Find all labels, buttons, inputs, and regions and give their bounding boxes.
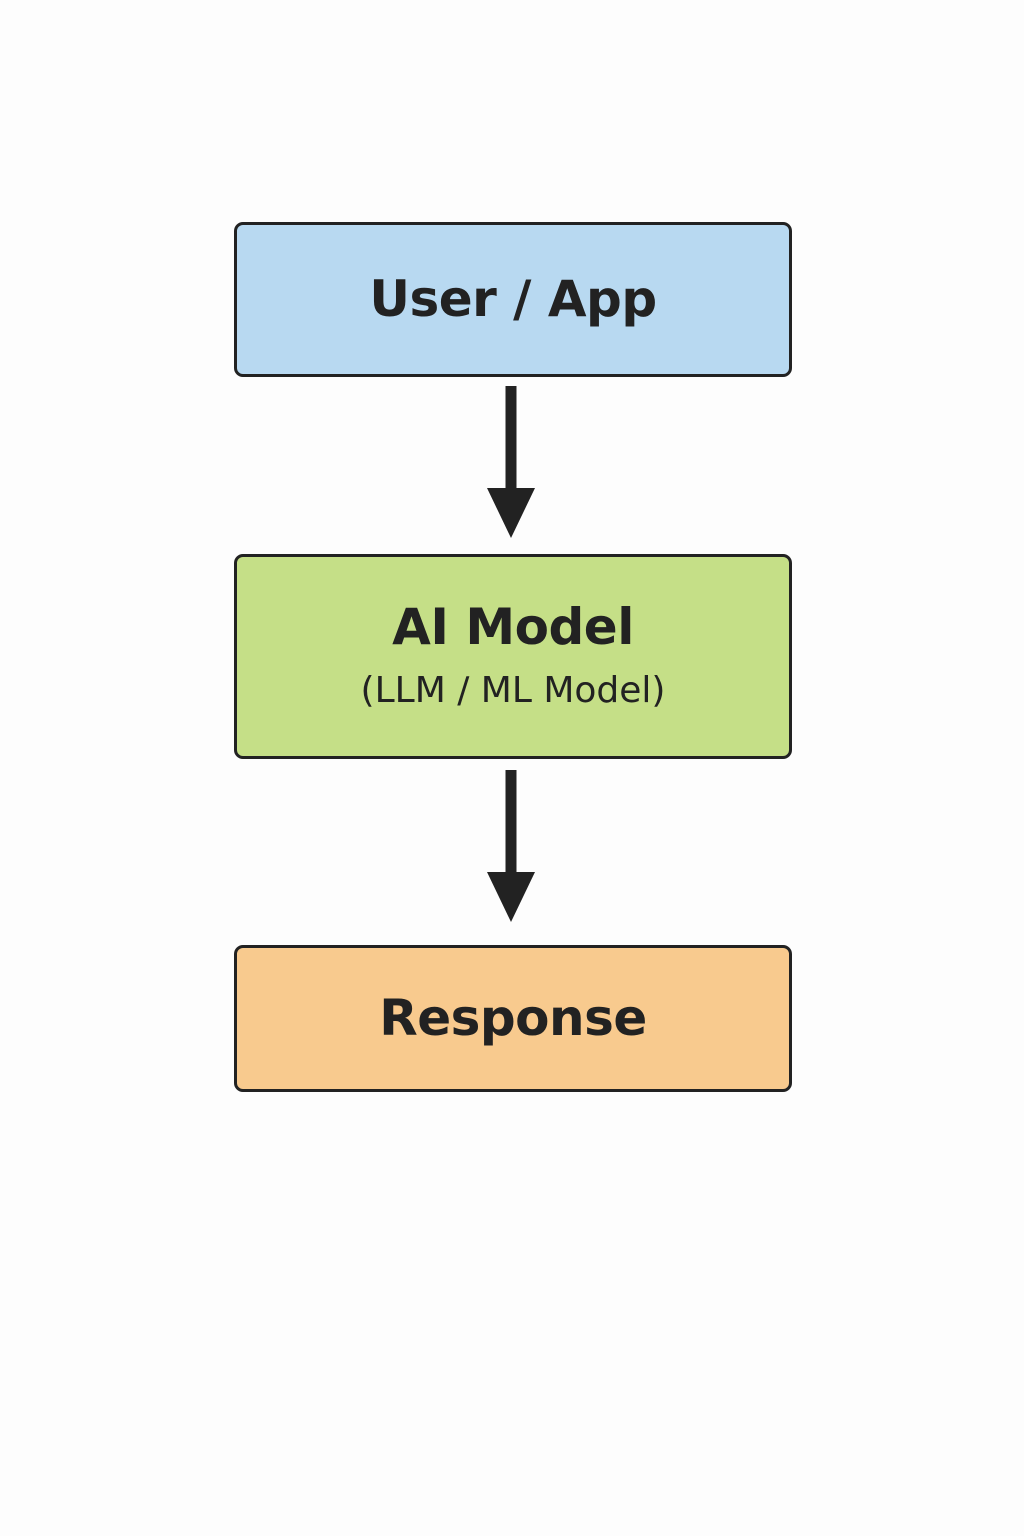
- arrow-user-to-model: [487, 386, 535, 538]
- user-app-box: User / App: [234, 222, 792, 377]
- arrow-model-to-response: [487, 770, 535, 922]
- response-title: Response: [379, 989, 647, 1047]
- ai-model-subtitle: (LLM / ML Model): [360, 670, 666, 712]
- ai-model-title: AI Model: [392, 598, 634, 657]
- response-box: Response: [234, 945, 792, 1092]
- user-app-title: User / App: [369, 270, 657, 328]
- ai-model-box: AI Model (LLM / ML Model): [234, 554, 792, 759]
